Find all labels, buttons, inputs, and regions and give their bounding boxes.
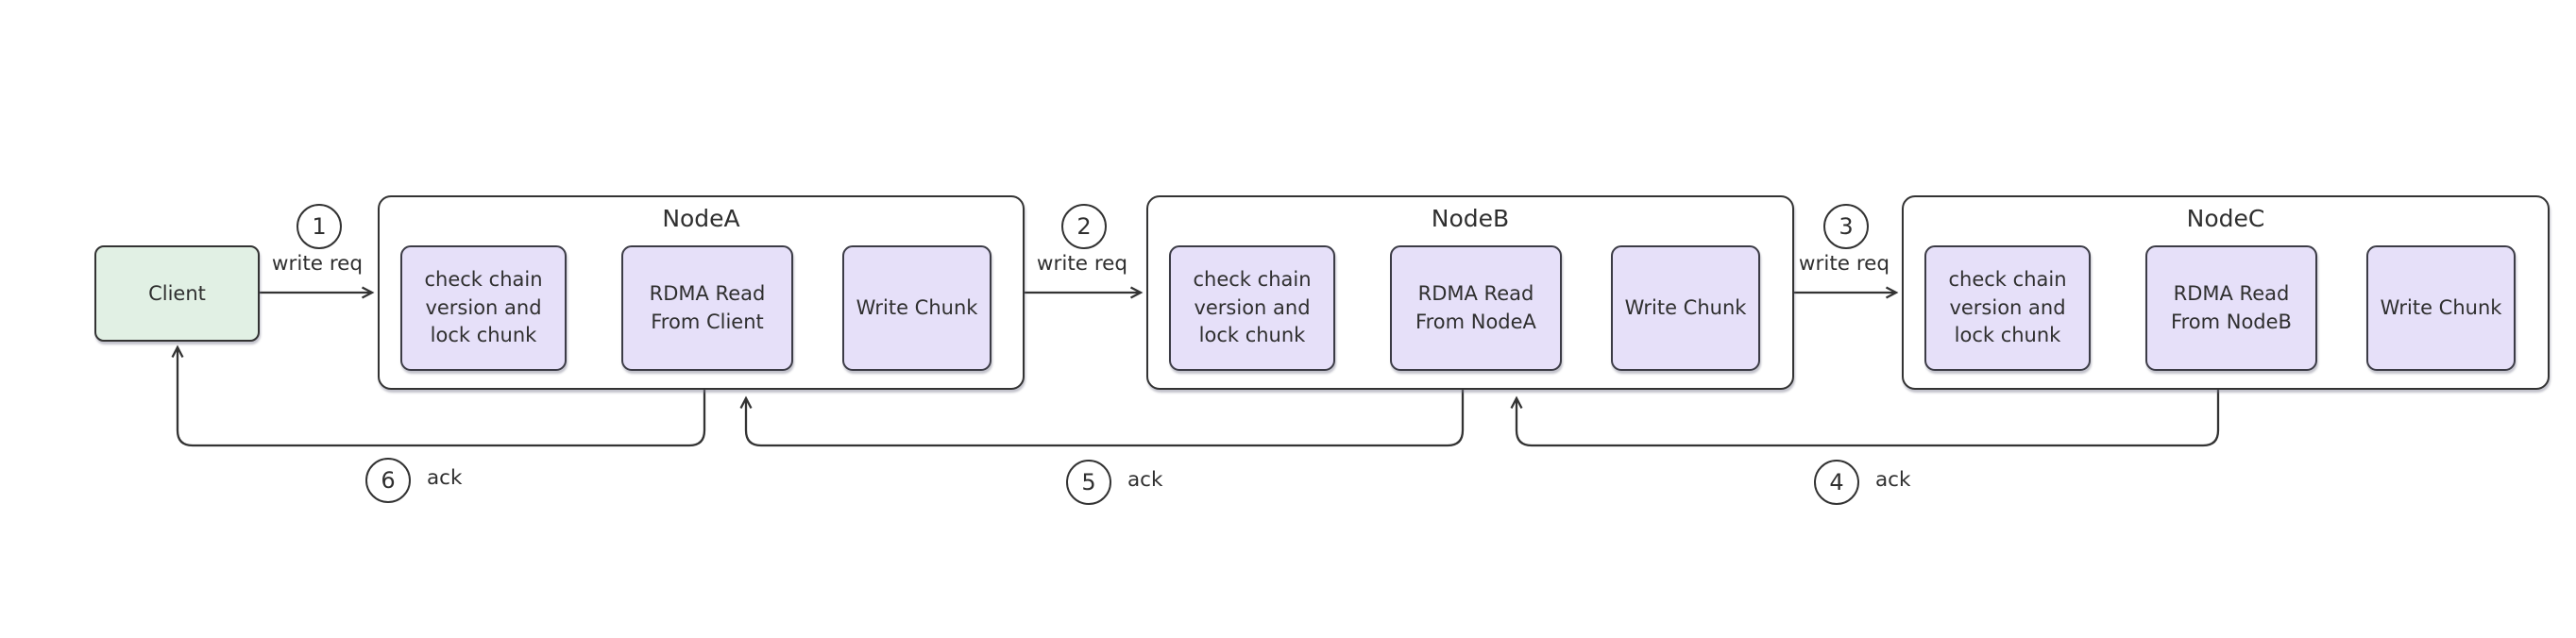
write-req-label-2: write req [1036, 252, 1128, 276]
node-c-step-rdma-read: RDMA Read From NodeB [2145, 245, 2317, 371]
node-a-container: NodeA check chain version and lock chunk… [378, 195, 1025, 390]
step-number-3: 3 [1823, 204, 1869, 249]
step-number-5-text: 5 [1081, 469, 1096, 495]
node-b-step-check-chain: check chain version and lock chunk [1169, 245, 1335, 371]
node-b-container: NodeB check chain version and lock chunk… [1146, 195, 1794, 390]
ack-arrow-nodeb-to-nodea [739, 389, 1465, 447]
step-number-5: 5 [1066, 460, 1111, 505]
node-c-step-check-chain: check chain version and lock chunk [1924, 245, 2091, 371]
ack-label-6: ack [427, 466, 463, 490]
node-c-title: NodeC [2186, 205, 2265, 232]
ack-label-5: ack [1127, 468, 1163, 492]
step-number-1-text: 1 [312, 213, 327, 240]
write-req-label-1: write req [271, 252, 364, 276]
node-b-title: NodeB [1431, 205, 1510, 232]
node-a-title: NodeA [662, 205, 740, 232]
client-label: Client [148, 282, 206, 305]
step-number-3-text: 3 [1839, 213, 1854, 240]
step-number-4-text: 4 [1829, 469, 1844, 495]
ack-arrow-nodea-to-client [171, 344, 706, 447]
ack-arrow-nodec-to-nodeb [1510, 389, 2220, 447]
node-c-container: NodeC check chain version and lock chunk… [1902, 195, 2550, 390]
ack-label-4: ack [1875, 468, 1911, 492]
node-a-step-write-chunk: Write Chunk [842, 245, 991, 371]
step-number-1: 1 [297, 204, 342, 249]
node-b-step-write-chunk: Write Chunk [1611, 245, 1760, 371]
client-node: Client [94, 245, 260, 342]
step-number-4: 4 [1814, 460, 1859, 505]
step-number-6: 6 [365, 458, 411, 503]
write-req-label-3: write req [1798, 252, 1890, 276]
step-number-6-text: 6 [381, 467, 396, 494]
node-a-step-rdma-read: RDMA Read From Client [621, 245, 793, 371]
node-c-step-write-chunk: Write Chunk [2366, 245, 2516, 371]
step-number-2-text: 2 [1076, 213, 1092, 240]
step-number-2: 2 [1061, 204, 1107, 249]
node-a-step-check-chain: check chain version and lock chunk [400, 245, 567, 371]
node-b-step-rdma-read: RDMA Read From NodeA [1390, 245, 1562, 371]
